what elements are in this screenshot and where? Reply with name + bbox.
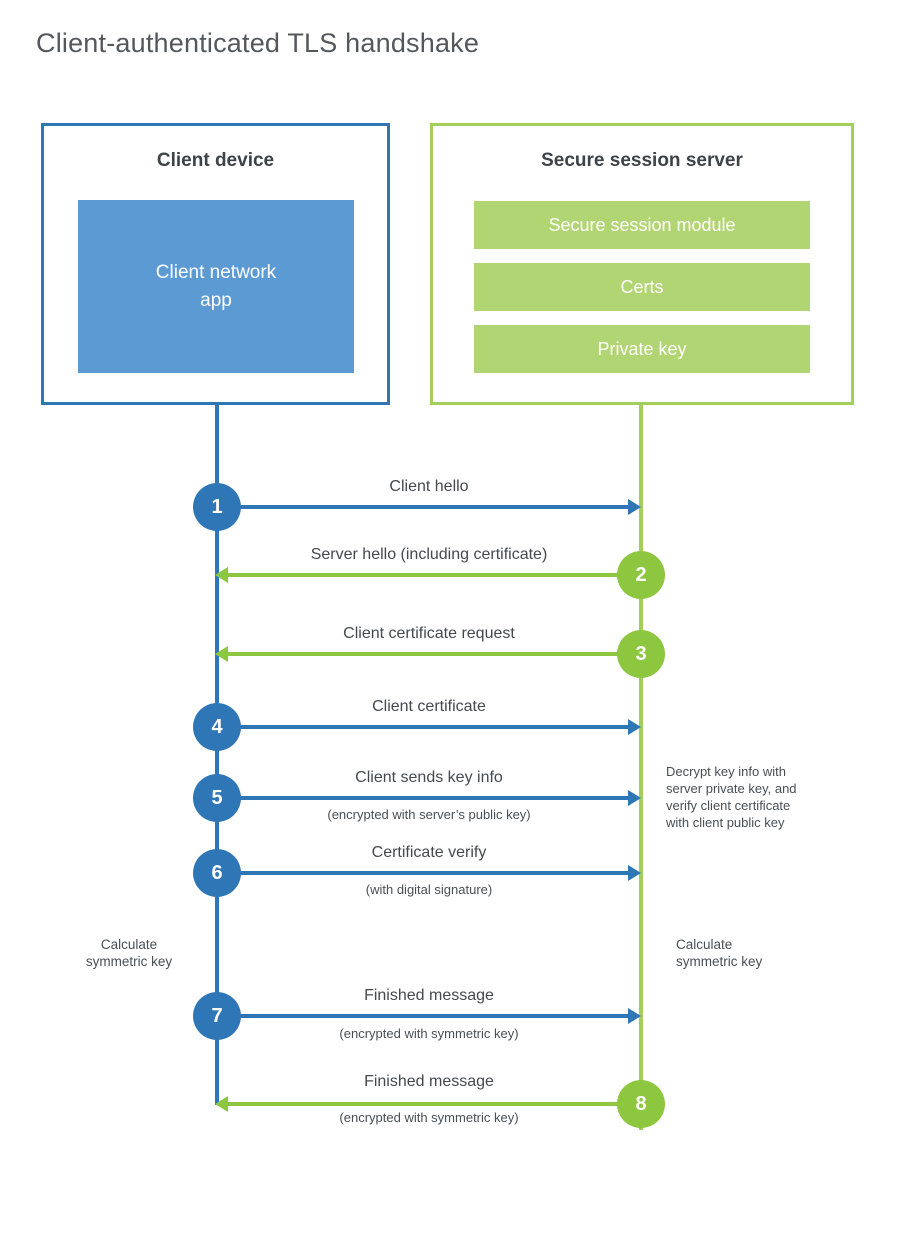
server-module-private-key: Private key bbox=[474, 325, 810, 373]
server-module-secure-session-module: Secure session module bbox=[474, 201, 810, 249]
message-label: Client sends key info bbox=[355, 769, 503, 786]
secure-session-server-box: Secure session server Secure session mod… bbox=[430, 123, 854, 405]
arrow-left-icon bbox=[215, 567, 641, 583]
message-label: Client certificate bbox=[372, 698, 486, 715]
step-circle-4: 4 bbox=[193, 703, 241, 751]
message-label: Finished message bbox=[364, 1073, 494, 1090]
step-circle-8: 8 bbox=[617, 1080, 665, 1128]
arrow-right-icon bbox=[217, 719, 641, 735]
message-label: Client hello bbox=[389, 478, 469, 495]
message-label: Certificate verify bbox=[371, 844, 487, 861]
message-label: Server hello (including certificate) bbox=[310, 546, 548, 563]
calculate-symmetric-key-server-note: Calculate symmetric key bbox=[676, 937, 763, 969]
client-network-app-block: Client network app bbox=[78, 200, 354, 373]
arrow-left-icon bbox=[215, 1096, 641, 1112]
arrow-right-icon bbox=[217, 865, 641, 881]
message-label: Finished message bbox=[364, 987, 494, 1004]
client-device-box: Client device Client network app bbox=[41, 123, 390, 405]
message-sublabel: (encrypted with symmetric key) bbox=[339, 1026, 519, 1041]
calculate-symmetric-key-client-note: Calculate symmetric key bbox=[85, 937, 173, 969]
message-sublabel: (encrypted with server’s public key) bbox=[327, 807, 531, 822]
step-circle-1: 1 bbox=[193, 483, 241, 531]
message-sublabel: (encrypted with symmetric key) bbox=[339, 1110, 519, 1125]
arrow-right-icon bbox=[217, 1008, 641, 1024]
client-device-title: Client device bbox=[156, 150, 275, 171]
message-sublabel: (with digital signature) bbox=[365, 882, 493, 897]
arrow-right-icon bbox=[217, 499, 641, 515]
decrypt-note: Decrypt key info with server private key… bbox=[666, 764, 797, 830]
server-module-certs: Certs bbox=[474, 263, 810, 311]
step-circle-2: 2 bbox=[617, 551, 665, 599]
secure-session-server-title: Secure session server bbox=[541, 150, 743, 171]
message-label: Client certificate request bbox=[343, 625, 515, 642]
step-circle-3: 3 bbox=[617, 630, 665, 678]
client-lifeline bbox=[215, 404, 219, 1105]
arrow-left-icon bbox=[215, 646, 641, 662]
page-title: Client-authenticated TLS handshake bbox=[36, 28, 480, 58]
step-circle-5: 5 bbox=[193, 774, 241, 822]
arrow-right-icon bbox=[217, 790, 641, 806]
step-circle-6: 6 bbox=[193, 849, 241, 897]
server-lifeline bbox=[639, 404, 643, 1130]
step-circle-7: 7 bbox=[193, 992, 241, 1040]
